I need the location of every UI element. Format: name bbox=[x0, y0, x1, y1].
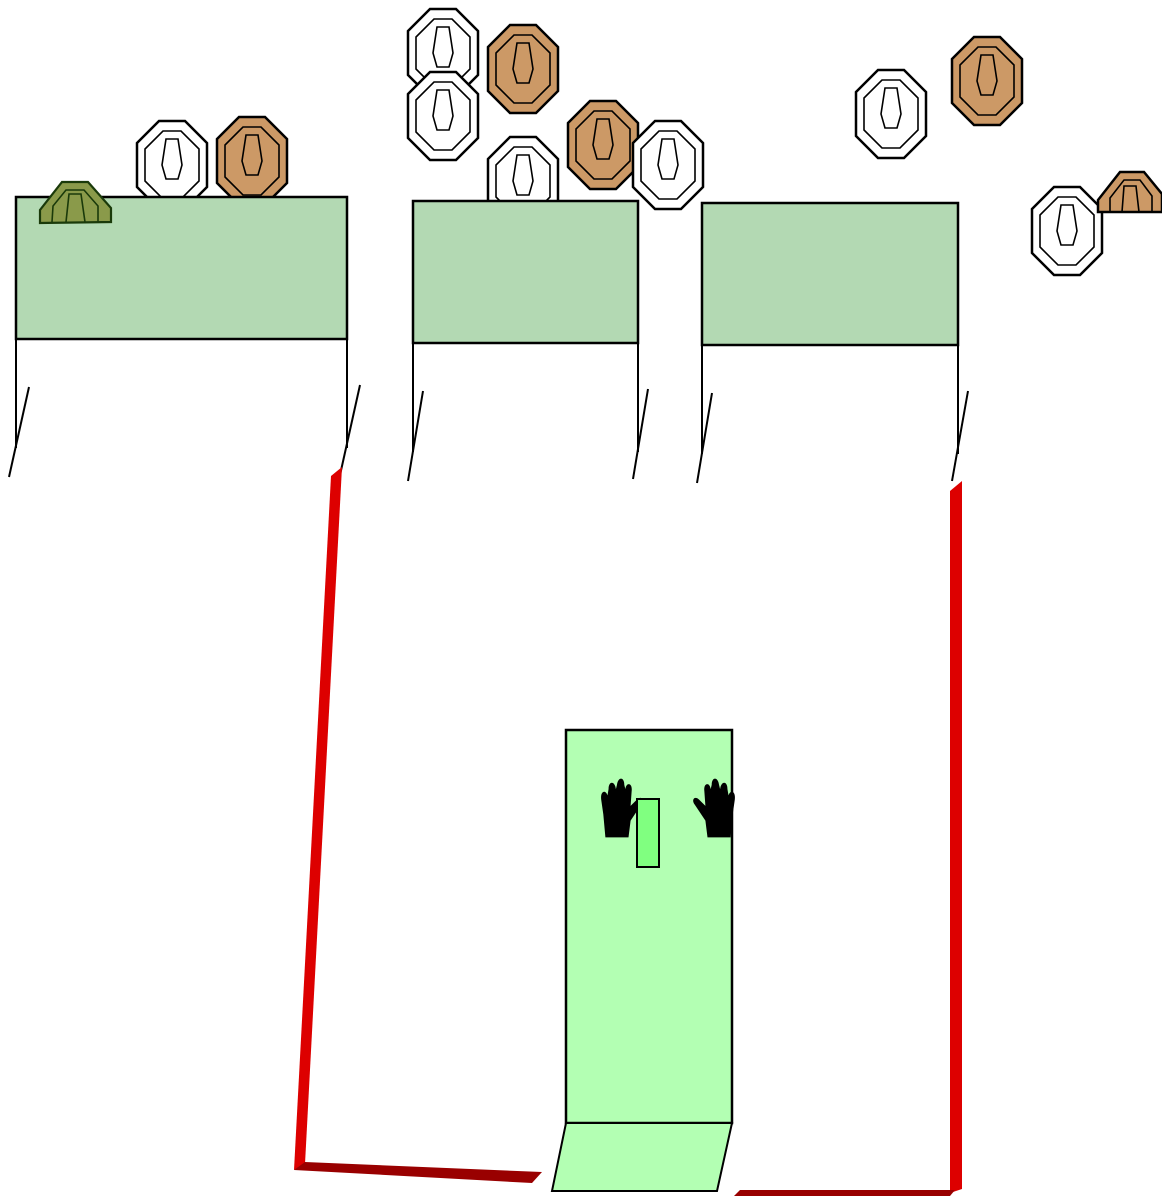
hands-device bbox=[636, 798, 660, 868]
target-no-shoot bbox=[486, 23, 560, 115]
target-paper bbox=[631, 119, 705, 211]
target-paper bbox=[406, 70, 480, 162]
fault-line-right bbox=[734, 481, 962, 1196]
start-position bbox=[601, 778, 735, 868]
barricade-right bbox=[696, 201, 969, 484]
target-paper bbox=[1030, 185, 1104, 277]
shooting-box bbox=[550, 728, 734, 1192]
targets-group bbox=[135, 7, 1162, 277]
target-paper bbox=[854, 68, 928, 160]
fault-line-left bbox=[294, 467, 542, 1183]
barricade-center bbox=[407, 199, 649, 482]
target-no-shoot bbox=[215, 115, 289, 207]
target-partial bbox=[38, 180, 113, 225]
target-no-shoot bbox=[566, 99, 640, 191]
target-no-shoot bbox=[1096, 170, 1162, 214]
barricade-left bbox=[8, 195, 361, 478]
target-no-shoot bbox=[950, 35, 1024, 127]
